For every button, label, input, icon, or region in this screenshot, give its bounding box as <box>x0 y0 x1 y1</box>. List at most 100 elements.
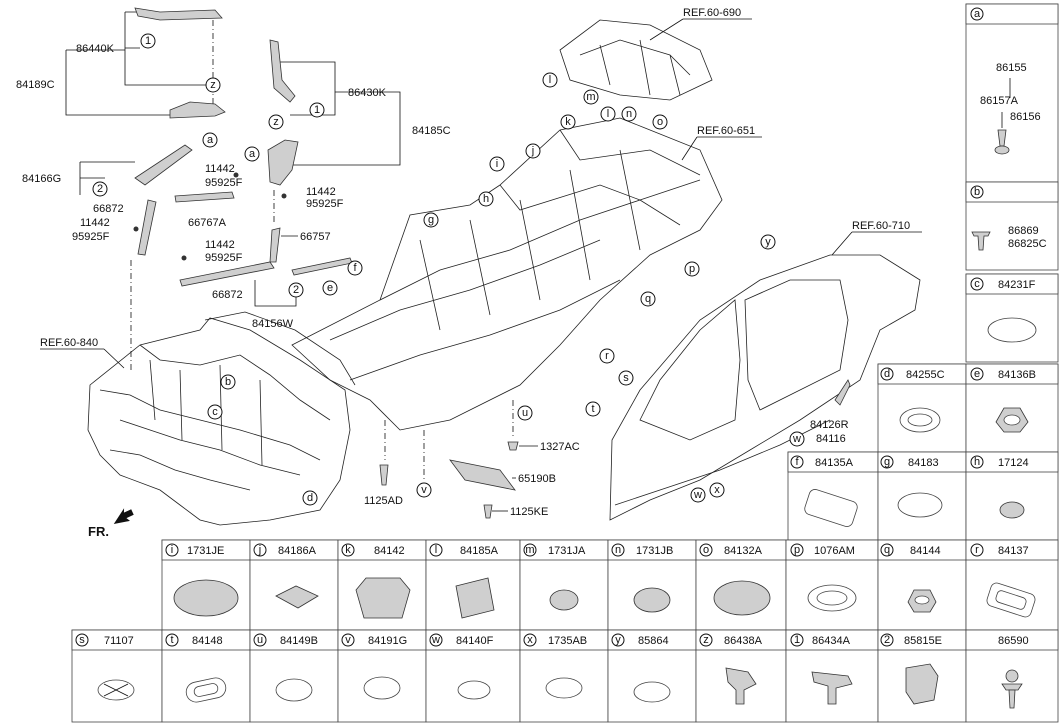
marker-text: z <box>273 116 279 128</box>
lower-pillar-part <box>169 101 226 119</box>
callout-95925F: 95925F <box>205 252 243 264</box>
marker-text: 2 <box>97 183 103 195</box>
legend-part: 84231F <box>998 279 1036 291</box>
callout-86440K: 86440K <box>76 43 115 55</box>
pad-84126R <box>834 379 851 406</box>
marker-text: k <box>565 116 571 128</box>
callout-66757: 66757 <box>300 231 331 243</box>
legend-part: 1731JE <box>187 545 224 557</box>
marker-l <box>542 72 558 88</box>
side-body-structure: REF.60-710 84126R 84116 y w w x <box>609 220 922 521</box>
callout-95925F: 95925F <box>205 177 243 189</box>
marker-2 <box>288 282 304 298</box>
bolt-1125KE <box>483 504 493 519</box>
rect-plug-icon <box>804 489 858 527</box>
legend-letter: k <box>345 544 351 556</box>
callout-11442: 11442 <box>205 163 235 175</box>
legend-part: 86155 <box>996 62 1027 74</box>
marker-text: r <box>605 350 609 362</box>
marker-y <box>760 234 776 250</box>
legend-part: 84140F <box>456 635 494 647</box>
marker-text: f <box>353 262 357 274</box>
small-plug-icon <box>549 589 579 611</box>
callout-66872: 66872 <box>93 203 124 215</box>
legend-part: 85864 <box>638 635 669 647</box>
callout-1327AC: 1327AC <box>540 441 580 453</box>
marker-text: w <box>792 433 801 445</box>
marker-1 <box>309 102 325 118</box>
rivet-icon <box>971 231 991 251</box>
legend-letter: w <box>431 634 440 646</box>
marker-text: p <box>689 263 695 275</box>
marker-s <box>618 370 634 386</box>
legend-row-fgh: f 84135A g 84183 h 17124 <box>787 451 1059 541</box>
clip-icon <box>811 671 853 705</box>
legend-part: 84185A <box>460 545 499 557</box>
legend-letter: i <box>171 544 173 556</box>
bolt-head-icon <box>1005 669 1019 683</box>
cup-plug-icon <box>355 577 411 619</box>
legend-letter: h <box>974 456 980 468</box>
legend-letter: e <box>974 368 980 380</box>
legend-part: 86590 <box>998 635 1029 647</box>
marker-text: c <box>212 406 218 418</box>
fastener-icon <box>905 663 939 705</box>
marker-text: o <box>657 116 663 128</box>
legend-part: 86438A <box>724 635 763 647</box>
medium-plug-icon <box>633 587 671 613</box>
marker-w <box>789 431 805 447</box>
legend-cell-a <box>965 3 1059 183</box>
marker-w <box>690 487 706 503</box>
marker-text: d <box>307 492 313 504</box>
marker-text: t <box>591 403 594 415</box>
a-pillar-bracket-part <box>267 139 299 186</box>
round-plug-icon <box>363 676 401 700</box>
bolt-1125AD <box>379 464 389 486</box>
marker-text: v <box>421 484 427 496</box>
legend-table: a 86155 86157A 86156 b 86869 86825C c 84… <box>71 3 1059 723</box>
marker-x <box>709 482 725 498</box>
side-trim-part <box>174 191 235 203</box>
callout-11442: 11442 <box>306 186 336 198</box>
marker-h <box>478 191 494 207</box>
legend-part: 84132A <box>724 545 763 557</box>
marker-text: z <box>210 79 216 91</box>
marker-text: h <box>483 193 489 205</box>
callout-95925F: 95925F <box>306 198 344 210</box>
legend-letter: a <box>974 8 981 20</box>
plug-icon <box>987 317 1037 343</box>
upper-pillar-part <box>134 7 223 21</box>
seal-strip-part <box>291 257 353 276</box>
marker-n <box>621 106 637 122</box>
marker-text: l <box>549 74 551 86</box>
clip-1327AC <box>507 441 519 451</box>
marker-r <box>599 348 615 364</box>
marker-z <box>205 77 221 93</box>
legend-letter: t <box>170 634 173 646</box>
legend-part: 17124 <box>998 457 1029 469</box>
callout-84126R: 84126R <box>810 419 849 431</box>
legend-letter: v <box>345 634 351 646</box>
marker-text: a <box>207 134 214 146</box>
legend-row-s-end: s 71107 t 84148 u 84149B v 84191G w 8414… <box>71 629 1059 723</box>
callout-95925F: 95925F <box>72 231 110 243</box>
marker-text: m <box>586 91 595 103</box>
ref-60-710: REF.60-710 <box>852 220 910 232</box>
legend-row-i-r: i 1731JE j 84186A k 84142 l 84185A m 173… <box>161 539 1059 631</box>
large-plug-icon <box>173 579 239 617</box>
flat-plug-icon <box>897 492 943 518</box>
marker-d <box>302 490 318 506</box>
marker-l <box>600 106 616 122</box>
marker-a <box>202 132 218 148</box>
marker-1 <box>140 33 156 49</box>
legend-part: 86825C <box>1008 238 1047 250</box>
marker-a <box>244 146 260 162</box>
marker-k <box>560 114 576 130</box>
callout-84185C: 84185C <box>412 125 451 137</box>
callout-84156W: 84156W <box>252 318 294 330</box>
callout-66767A: 66767A <box>188 217 227 229</box>
marker-text: w <box>693 489 702 501</box>
floor-structure: REF.60-690 l REF.60-651 m l n o k j i h <box>291 7 762 519</box>
legend-part: 1735AB <box>548 635 587 647</box>
